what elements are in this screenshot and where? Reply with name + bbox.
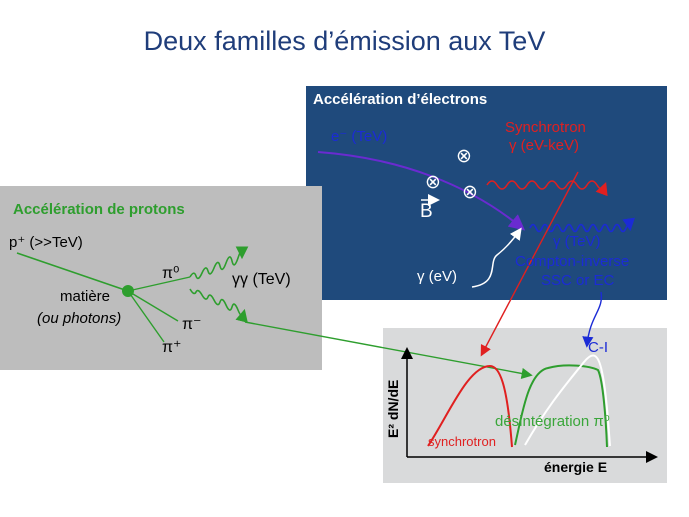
- target-sublabel: (ou photons): [37, 310, 122, 327]
- inverse-compton-photon-wave: [529, 217, 635, 233]
- pion-plus-trajectory: [127, 290, 165, 343]
- gamma-photon-wave-upper: [189, 246, 249, 280]
- magnetic-field-into-page-icon: ⊗: [456, 146, 472, 167]
- magnetic-field-into-page-icon: ⊗: [462, 182, 478, 203]
- inverse-compton-curve: [524, 354, 611, 447]
- target-label: matière: [60, 288, 111, 305]
- synchrotron-to-plot-arrow: [480, 171, 579, 357]
- ic-energy-label: γ (TeV): [553, 233, 601, 250]
- pion-decay-to-plot-arrow: [244, 321, 533, 379]
- synchrotron-curve: [427, 364, 513, 448]
- seed-photon-path: [471, 227, 522, 288]
- pion-zero-label: π⁰: [162, 265, 180, 282]
- pion-zero-trajectory: [127, 276, 191, 292]
- pion-decay-curve-label: désintégration π⁰: [495, 413, 610, 430]
- gamma-pair-label: γγ (TeV): [232, 271, 291, 288]
- electron-trajectory: [317, 151, 526, 231]
- pion-plus-label: π⁺: [162, 339, 182, 356]
- proton-acceleration-panel: [0, 186, 322, 370]
- ic-label: Compton-inverse: [515, 253, 630, 270]
- target-interaction-point: [122, 285, 134, 297]
- pion-decay-curve: [514, 364, 608, 448]
- synchrotron-energy-label: γ (eV-keV): [509, 137, 580, 154]
- proton-label: p⁺ (>>TeV): [9, 234, 83, 251]
- page-title: Deux familles d’émission aux TeV: [143, 26, 546, 56]
- gamma-photon-wave-lower: [189, 288, 248, 323]
- synchrotron-curve-label: synchrotron: [428, 434, 496, 449]
- synchrotron-label: Synchrotron: [505, 119, 586, 136]
- plot-x-axis-label: énergie E: [544, 459, 608, 475]
- seed-photon-label: γ (eV): [417, 268, 458, 285]
- proton-panel-title: Accélération de protons: [13, 201, 185, 218]
- plot-y-axis-label: E² dN/dE: [385, 379, 401, 438]
- ic-to-plot-arrow: [582, 291, 603, 348]
- pion-minus-trajectory: [127, 290, 179, 322]
- ic-sublabel: SSC or EC: [541, 272, 615, 289]
- electron-panel-title: Accélération d’électrons: [313, 91, 488, 108]
- ci-curve-label: C-I: [588, 339, 608, 356]
- proton-trajectory: [16, 252, 126, 291]
- synchrotron-photon-wave: [486, 180, 608, 197]
- b-field-label: B: [420, 201, 433, 222]
- pion-minus-label: π⁻: [182, 316, 202, 333]
- electron-label: e⁻ (TeV): [331, 128, 388, 145]
- magnetic-field-into-page-icon: ⊗: [425, 172, 441, 193]
